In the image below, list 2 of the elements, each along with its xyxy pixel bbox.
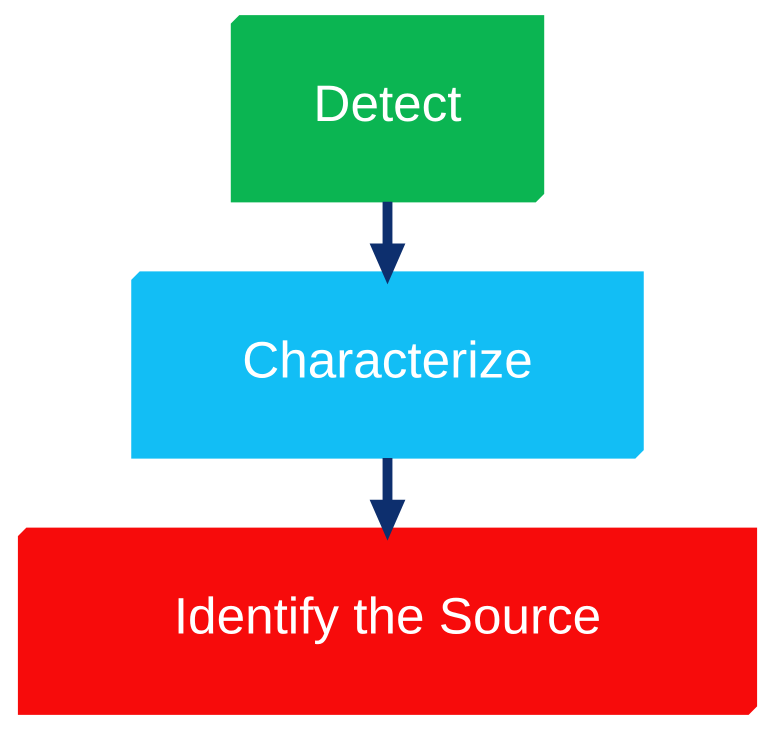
- arrow: [369, 202, 405, 284]
- arrow: [369, 458, 405, 541]
